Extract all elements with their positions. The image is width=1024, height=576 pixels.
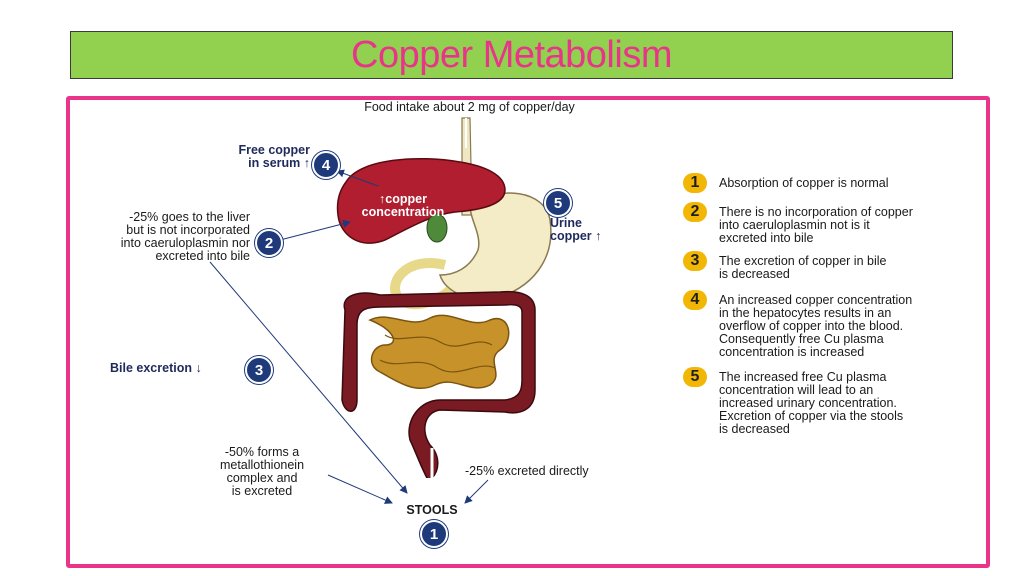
food-intake-label: Food intake about 2 mg of copper/day: [364, 100, 575, 114]
liver: [336, 157, 506, 244]
liver-pct-line2: but is not incorporated: [126, 223, 250, 237]
diagram-frame: [66, 96, 990, 568]
free-copper-line1: Free copper: [238, 143, 310, 157]
legend-1-line: Absorption of copper is normal: [719, 176, 889, 190]
badge-3: 3: [245, 356, 273, 384]
page-title: Copper Metabolism: [351, 33, 672, 76]
legend-5-line: Excretion of copper via the stools: [719, 409, 904, 423]
urine-line1: Urine: [550, 216, 582, 230]
liver-pct-line1: -25% goes to the liver: [129, 210, 250, 224]
badge-5: 5: [544, 189, 572, 217]
small-intestine: [368, 314, 510, 390]
metallothionein-label: -50% forms a metallothionein complex and…: [198, 446, 326, 498]
arrow-liver: [279, 219, 351, 241]
excreted-directly-label: -25% excreted directly: [465, 464, 589, 478]
free-copper-label: Free copper in serum ↑: [196, 144, 310, 170]
metallo-line2: metallothionein: [219, 458, 305, 472]
legend-badge-4: 4: [683, 290, 707, 310]
legend-badge-3: 3: [683, 251, 707, 271]
arrow-liver-to-stools: [209, 261, 408, 494]
legend-3-line: is decreased: [719, 267, 790, 281]
liver-label-line1: ↑copper: [379, 192, 427, 206]
stools-label: STOOLS: [406, 503, 458, 517]
legend-4-line: concentration is increased: [719, 345, 865, 359]
liver-pct-line4: excreted into bile: [155, 249, 250, 263]
bile-excretion-label: Bile excretion ↓: [110, 361, 202, 375]
badge-2: 2: [255, 229, 283, 257]
badge-4: 4: [312, 151, 340, 179]
metallo-line4: is excreted: [231, 484, 293, 498]
legend-4-line: An increased copper concentration: [719, 293, 913, 307]
title-bar: Copper Metabolism: [70, 31, 953, 79]
urine-copper-label: Urine copper ↑: [550, 217, 640, 243]
arrow-direct: [464, 479, 489, 504]
legend-2-line: excreted into bile: [719, 231, 814, 245]
liver-pct-line3: into caeruloplasmin nor: [120, 236, 250, 250]
liver-label-line2: concentration: [361, 205, 445, 219]
legend-badge-1: 1: [683, 173, 707, 193]
legend-item-3: The excretion of copper in bile is decre…: [719, 255, 987, 281]
legend-4-line: in the hepatocytes results in an: [719, 306, 892, 320]
legend-5-line: is decreased: [719, 422, 790, 436]
metallo-line3: complex and: [226, 471, 298, 485]
legend-badge-2: 2: [683, 202, 707, 222]
legend-badge-5: 5: [683, 367, 707, 387]
legend-5-line: concentration will lead to an: [719, 383, 874, 397]
legend-2-line: into caeruloplasmin not is it: [719, 218, 870, 232]
free-copper-line2: in serum ↑: [248, 156, 310, 170]
badge-1: 1: [420, 520, 448, 548]
legend-item-1: Absorption of copper is normal: [719, 177, 987, 190]
legend-2-line: There is no incorporation of copper: [719, 205, 913, 219]
arrow-free-copper: [336, 169, 379, 187]
colon: [341, 290, 536, 481]
metallo-line1: -50% forms a: [224, 445, 300, 459]
legend-item-5: The increased free Cu plasma concentrati…: [719, 371, 987, 436]
legend-3-line: The excretion of copper in bile: [719, 254, 887, 268]
arrow-metallo: [327, 474, 393, 504]
legend-5-line: increased urinary concentration.: [719, 396, 897, 410]
urine-line2: copper ↑: [550, 229, 602, 243]
legend-item-4: An increased copper concentration in the…: [719, 294, 987, 359]
legend-item-2: There is no incorporation of copper into…: [719, 206, 987, 245]
legend-5-line: The increased free Cu plasma: [719, 370, 887, 384]
liver-copper-label: ↑copper concentration: [340, 193, 466, 219]
gallbladder: [426, 213, 448, 243]
liver-percentage-label: -25% goes to the liver but is not incorp…: [70, 211, 250, 263]
legend-4-line: overflow of copper into the blood.: [719, 319, 904, 333]
legend-4-line: Consequently free Cu plasma: [719, 332, 884, 346]
